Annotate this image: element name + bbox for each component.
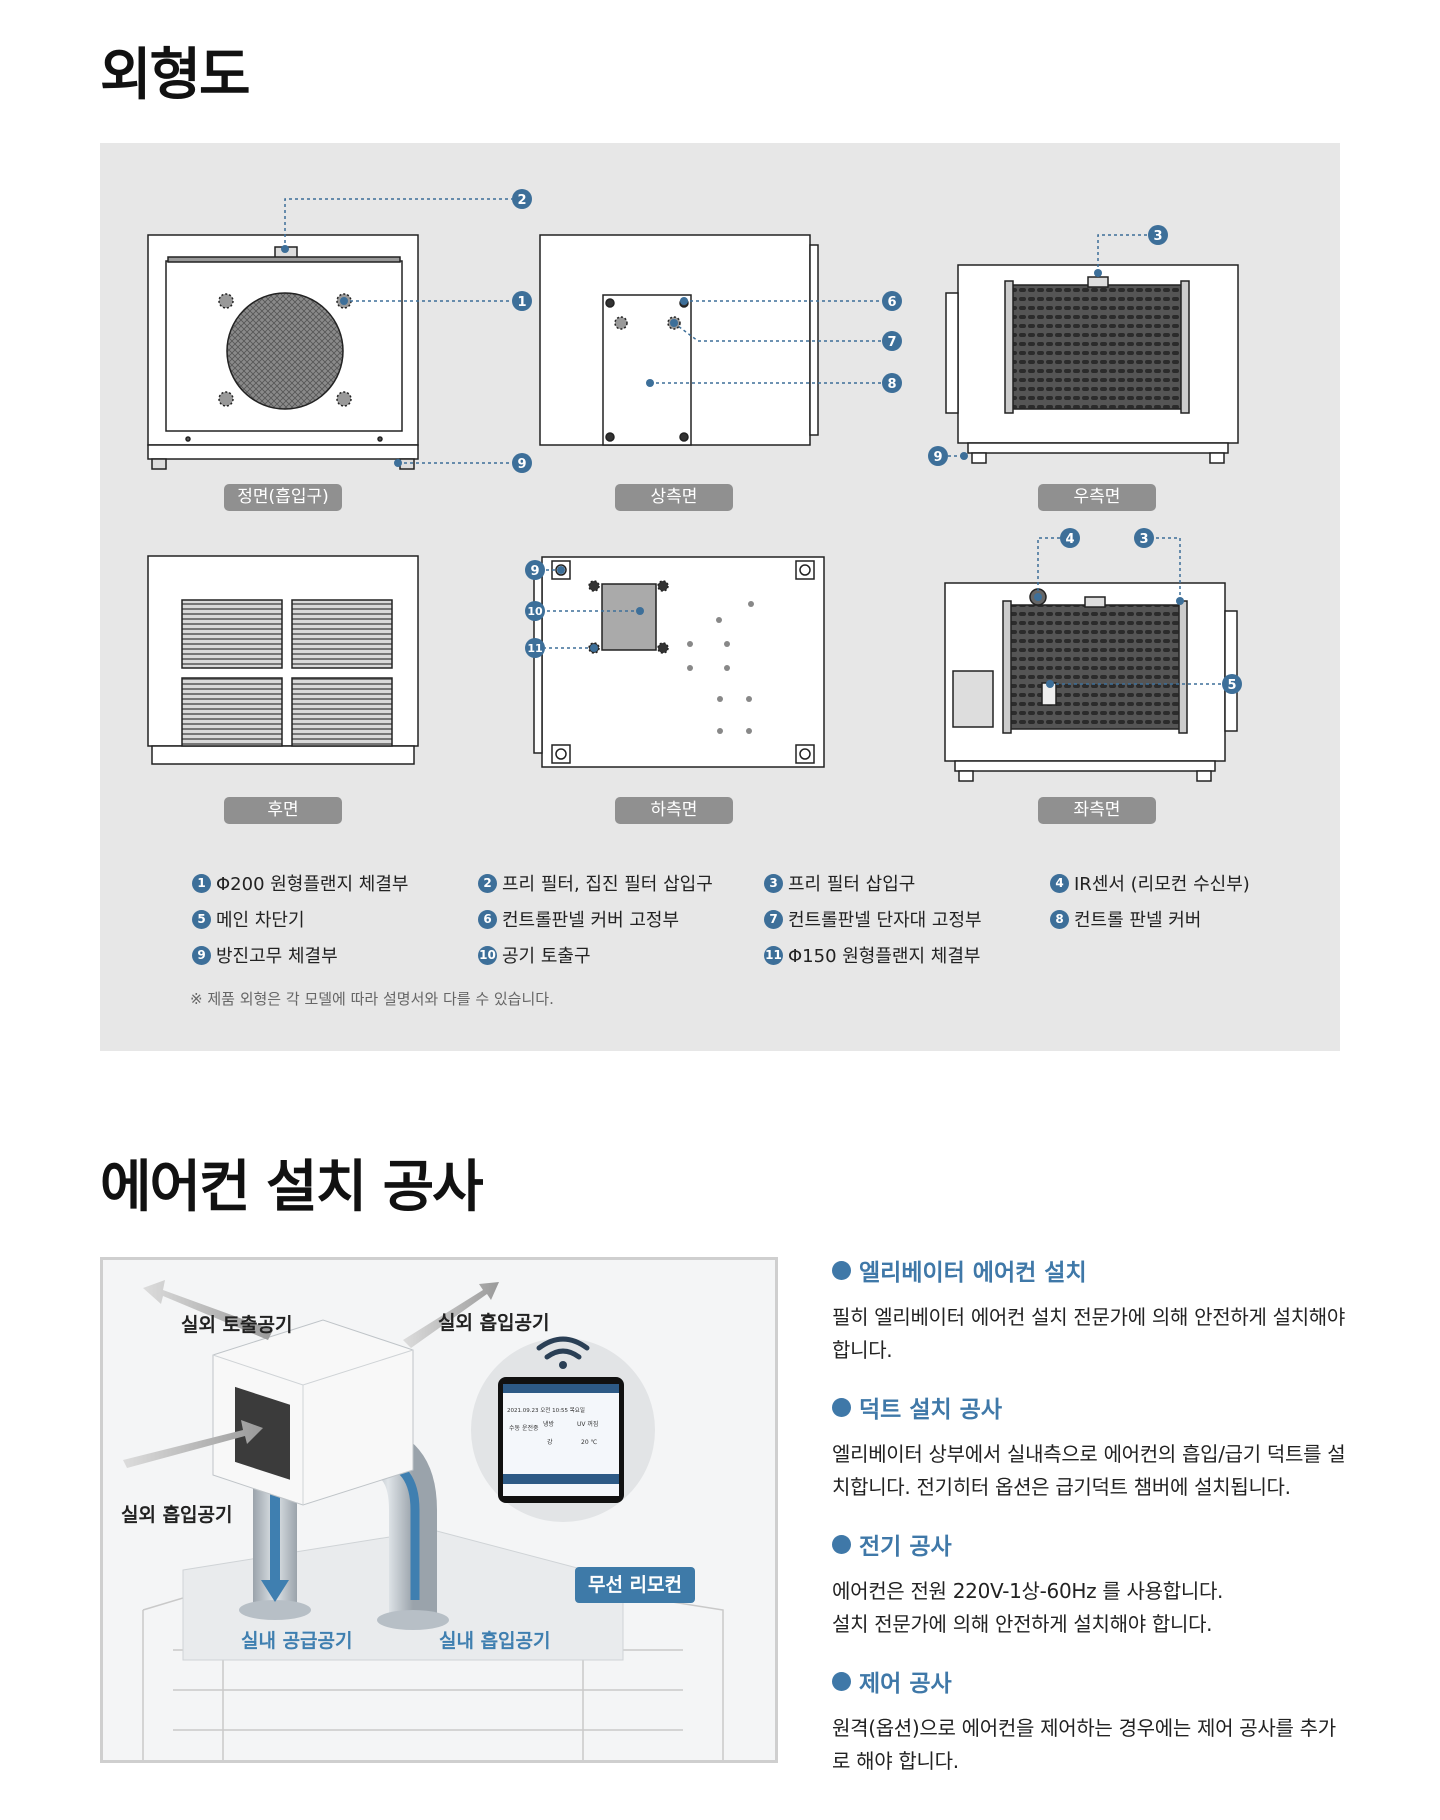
section-title-installation: 에어컨 설치 공사 bbox=[100, 1155, 484, 1220]
callout-9a: 9 bbox=[512, 453, 532, 473]
bullet-icon bbox=[832, 1397, 851, 1417]
bullet-icon bbox=[832, 1534, 851, 1554]
installation-illustration: 2021.09.23 오전 10:55 목요일 수동 운전중 냉방 UV 꺼짐 … bbox=[100, 1257, 778, 1763]
svg-text:9: 9 bbox=[530, 564, 539, 579]
left-view bbox=[944, 582, 1238, 782]
view-label-bottom: 하측면 bbox=[615, 797, 733, 824]
label-indoor-intake: 실내 흡입공기 bbox=[439, 1630, 551, 1652]
view-label-rear: 후면 bbox=[224, 797, 342, 824]
svg-text:3: 3 bbox=[1139, 532, 1148, 547]
label-indoor-supply: 실내 공급공기 bbox=[241, 1630, 353, 1652]
svg-text:9: 9 bbox=[517, 457, 526, 472]
right-view bbox=[945, 264, 1239, 464]
outdoor-intake-left-arrow bbox=[123, 1420, 263, 1468]
callout-10: 10 bbox=[525, 601, 545, 621]
label-outdoor-intake-top: 실외 흡입공기 bbox=[438, 1312, 550, 1334]
top-view bbox=[539, 234, 819, 446]
svg-text:6: 6 bbox=[887, 295, 896, 310]
callout-9b: 9 bbox=[928, 446, 948, 466]
bullet-icon bbox=[832, 1671, 851, 1691]
phone-uv: UV 꺼짐 bbox=[577, 1420, 598, 1428]
info-electrical: 전기 공사 에어컨은 전원 220V-1상-60Hz 를 사용합니다. 설치 전… bbox=[832, 1534, 1224, 1636]
bullet-icon bbox=[832, 1260, 851, 1280]
callout-2: 2 bbox=[512, 189, 532, 209]
outdoor-exhaust-arrow bbox=[143, 1280, 273, 1340]
svg-text:2: 2 bbox=[517, 193, 526, 208]
callout-6: 6 bbox=[882, 291, 902, 311]
label-outdoor-intake-left: 실외 흡입공기 bbox=[121, 1504, 233, 1526]
section-title-dimensions: 외형도 bbox=[100, 43, 251, 108]
svg-text:5: 5 bbox=[1227, 678, 1236, 693]
bottom-view bbox=[533, 556, 825, 768]
phone-date: 2021.09.23 오전 10:55 목요일 bbox=[507, 1406, 585, 1414]
svg-text:11: 11 bbox=[527, 642, 542, 655]
svg-text:1: 1 bbox=[517, 295, 526, 310]
callout-7: 7 bbox=[882, 331, 902, 351]
wireless-remote-label: 무선 리모컨 bbox=[575, 1567, 695, 1603]
wifi-icon bbox=[536, 1336, 590, 1360]
label-outdoor-exhaust: 실외 토출공기 bbox=[181, 1314, 293, 1336]
outdoor-intake-top-arrow bbox=[403, 1282, 499, 1348]
callout-11: 11 bbox=[525, 638, 545, 658]
callout-9c: 9 bbox=[525, 560, 545, 580]
phone-strong: 강 bbox=[547, 1438, 553, 1446]
info-duct-install: 덕트 설치 공사 엘리베이터 상부에서 실내측으로 에어컨의 흡입/급기 덕트를… bbox=[832, 1397, 1346, 1499]
rear-view bbox=[147, 555, 419, 765]
info-elevator-install: 엘리베이터 에어컨 설치 필히 엘리베이터 에어컨 설치 전문가에 의해 안전하… bbox=[832, 1260, 1346, 1362]
callout-4: 4 bbox=[1060, 528, 1080, 548]
phone-cool: 냉방 bbox=[543, 1420, 555, 1428]
callout-lines bbox=[284, 198, 1222, 685]
svg-text:8: 8 bbox=[887, 377, 896, 392]
front-view bbox=[147, 234, 419, 470]
installation-illustration-drawing: 2021.09.23 오전 10:55 목요일 수동 운전중 냉방 UV 꺼짐 … bbox=[123, 1280, 724, 1760]
callout-3b: 3 bbox=[1134, 528, 1154, 548]
view-label-right: 우측면 bbox=[1038, 484, 1156, 511]
info-control: 제어 공사 원격(옵션)으로 에어컨을 제어하는 경우에는 제어 공사를 추가로… bbox=[832, 1671, 1336, 1773]
svg-text:9: 9 bbox=[933, 450, 942, 465]
view-label-front: 정면(흡입구) bbox=[224, 484, 342, 511]
disclaimer-note: ※ 제품 외형은 각 모델에 따라 설명서와 다를 수 있습니다. bbox=[190, 990, 554, 1008]
callout-8: 8 bbox=[882, 373, 902, 393]
svg-text:10: 10 bbox=[527, 605, 543, 618]
callout-3a: 3 bbox=[1148, 225, 1168, 245]
dimension-panel: 2 1 9 6 7 8 3 9 9 10 11 4 3 5 정면(흡입구) 상측… bbox=[100, 143, 1340, 1051]
phone-mode: 수동 운전중 bbox=[509, 1424, 539, 1432]
svg-text:3: 3 bbox=[1153, 229, 1162, 244]
view-label-left: 좌측면 bbox=[1038, 797, 1156, 824]
view-label-top: 상측면 bbox=[615, 484, 733, 511]
svg-text:4: 4 bbox=[1065, 532, 1074, 547]
callout-anchors bbox=[281, 245, 1184, 688]
callout-1: 1 bbox=[512, 291, 532, 311]
callout-5: 5 bbox=[1222, 674, 1242, 694]
phone-temp: 20 ℃ bbox=[581, 1439, 598, 1446]
svg-text:7: 7 bbox=[887, 335, 896, 350]
product-views-diagram: 2 1 9 6 7 8 3 9 9 10 11 4 3 5 bbox=[147, 189, 1242, 782]
